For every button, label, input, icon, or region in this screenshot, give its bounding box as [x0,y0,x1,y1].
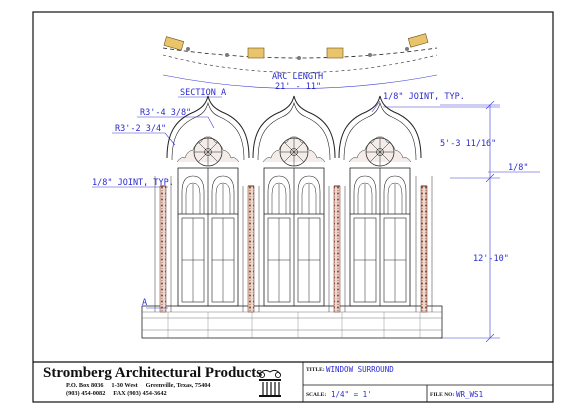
section-marker: A [142,298,147,308]
plan-label: ARC LENGTH [272,72,323,82]
dim-total-height: 12'-10" [473,254,509,264]
title-value: WINDOW SURROUND [326,365,394,374]
plan-view: ARC LENGTH 21' - 11" [162,33,438,92]
dim-arch-height: 5'-3 11/16" [440,139,496,149]
dimension-lines [383,100,500,343]
scale-value: 1/4" = 1' [331,390,372,399]
sheet-border [32,11,554,403]
scale-label: SCALE: [306,392,327,398]
capital-logo-icon [258,369,282,397]
elevation [141,95,443,339]
dim-radius-inner: R3'-2 3/4" [115,124,166,134]
dim-joint-top: 1/8" JOINT, TYP. [383,92,465,102]
company-name: Stromberg Architectural Products [43,365,263,381]
address-line-1: P.O. Box 8036 1-30 West Greenville, Texa… [66,382,211,389]
title-label: TITLE: [306,367,325,373]
plan-value: 21' - 11" [275,82,321,92]
file-value: WR_WS1 [456,390,484,399]
dim-side-joint: 1/8" [508,163,528,173]
title-block-frame [33,361,553,402]
file-label: FILE NO: [430,392,455,398]
company-address: P.O. Box 8036 1-30 West Greenville, Texa… [66,382,211,398]
dim-joint-left: 1/8" JOINT, TYP. [92,178,174,188]
dim-radius-outer: R3'-4 3/8" [140,108,191,118]
address-line-2: (903) 454-0082 FAX (903) 454-3642 [66,390,167,397]
section-label: SECTION A [180,88,226,98]
